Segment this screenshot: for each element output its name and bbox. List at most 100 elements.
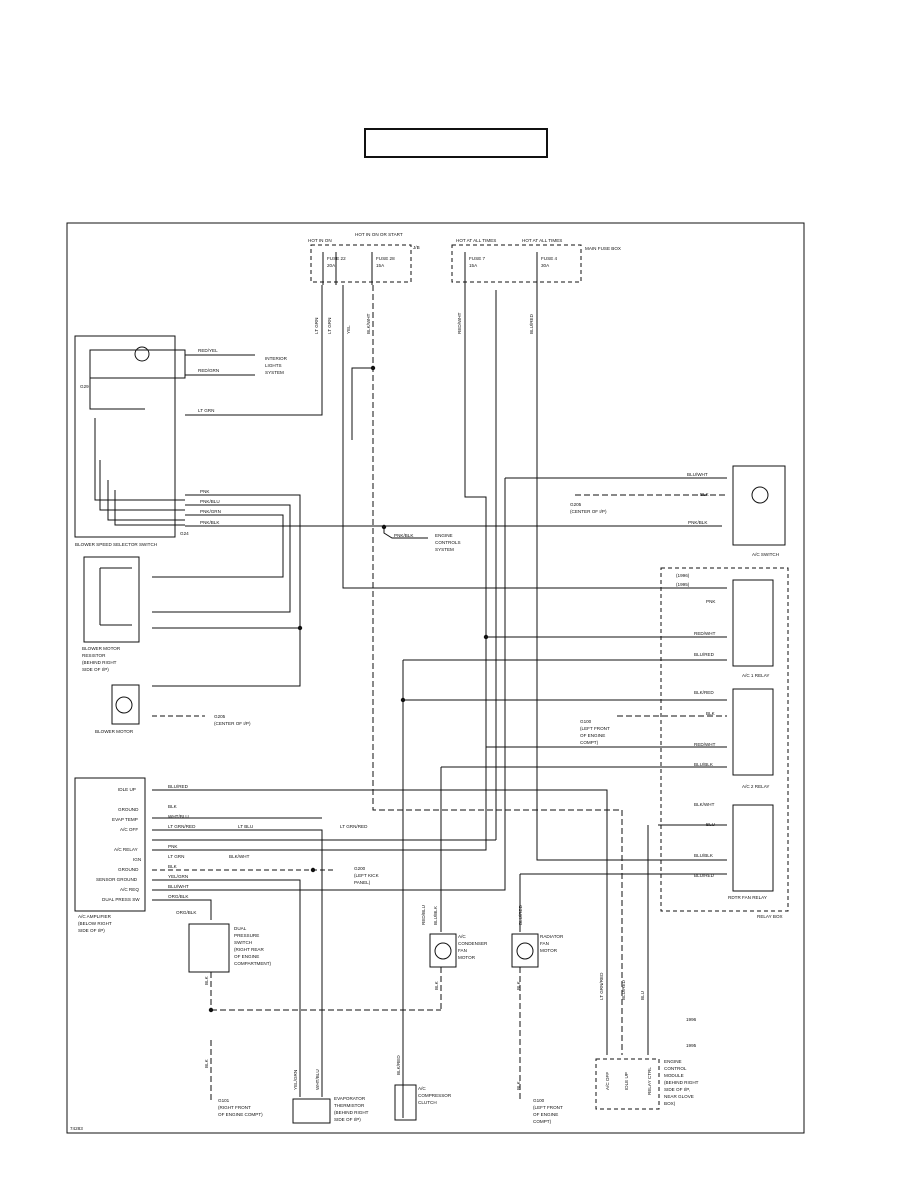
relay-box bbox=[660, 567, 789, 912]
fuse28-rating: 15A bbox=[376, 263, 385, 268]
ecm-box bbox=[595, 1058, 660, 1110]
amp-pin-ac-req: A/C REQ bbox=[120, 887, 139, 892]
fuse28-label: FUSE 28 bbox=[376, 256, 395, 261]
amp-pin-ign: IGN bbox=[133, 857, 141, 862]
figure-number: 74283 bbox=[70, 1126, 83, 1131]
wire-label-yel-grn: YEL/GRN bbox=[168, 874, 188, 879]
wire-label-blu-red-1: BLU/RED bbox=[694, 652, 715, 657]
g101-label: G101 bbox=[218, 1098, 230, 1103]
vlabel-blk-4: BLK bbox=[204, 1058, 209, 1068]
wire-label-lt-grn: LT GRN bbox=[198, 408, 214, 413]
wire-label-org-blk-2: ORG/BLK bbox=[176, 910, 197, 915]
interior-lights-1: INTERIOR bbox=[265, 356, 288, 361]
ecm-7: BOX) bbox=[664, 1101, 676, 1106]
vlabel-yel-grn: YEL/GRN bbox=[293, 1070, 298, 1090]
condenser-4: MOTOR bbox=[458, 955, 476, 960]
wire-label-lt-grn-red-2: LT GRN/RED bbox=[340, 824, 368, 829]
wire-label-blk-2: BLK bbox=[706, 711, 716, 716]
amplifier-box bbox=[74, 777, 146, 912]
resistor-label-3: (BEHIND RIGHT bbox=[82, 660, 117, 665]
engine-controls-3: SYSTEM bbox=[435, 547, 454, 552]
wire-label-lt-grn-amp: LT GRN bbox=[168, 854, 184, 859]
connector-g29: G29 bbox=[80, 384, 89, 389]
wire-label-red-grn: RED/GRN bbox=[198, 368, 219, 373]
fuse4-label: FUSE 4 bbox=[541, 256, 558, 261]
interior-lights-2: LIGHTS bbox=[265, 363, 282, 368]
wire-label-blu-red-amp: BLU/RED bbox=[168, 784, 189, 789]
dual-switch-2: PRESSURE bbox=[234, 933, 259, 938]
g100-a-loc-2: OF ENGINE bbox=[580, 733, 605, 738]
g101-loc-2: OF ENGINE COMPT) bbox=[218, 1112, 263, 1117]
g100-a-loc-1: (LEFT FRONT bbox=[580, 726, 610, 731]
ecm-6: NEAR GLOVE bbox=[664, 1094, 694, 1099]
vlabel-blu-red: BLU/RED bbox=[529, 313, 534, 334]
amp-pin-idle-up: IDLE UP bbox=[118, 787, 136, 792]
vlabel-yel: YEL bbox=[346, 325, 351, 334]
relay-box-label: RELAY BOX bbox=[757, 914, 783, 919]
blower-switch-label: BLOWER SPEED SELECTOR SWITCH bbox=[75, 542, 157, 547]
thermistor-2: THERMISTOR bbox=[334, 1103, 365, 1108]
radiator-2: FAN bbox=[540, 941, 549, 946]
g200-loc-1: (LEFT KICK bbox=[354, 873, 380, 878]
resistor-label-2: RESISTOR bbox=[82, 653, 106, 658]
wire-red-wht bbox=[152, 285, 487, 851]
wire-blu-blu bbox=[536, 285, 727, 861]
g205-b-label: G205 bbox=[570, 502, 582, 507]
blower-motor-label: BLOWER MOTOR bbox=[95, 729, 134, 734]
jb-box bbox=[310, 244, 412, 283]
fuse22-rating: 20A bbox=[327, 263, 336, 268]
condenser-1: A/C bbox=[458, 934, 466, 939]
amp-pin-ground-2: GROUND bbox=[118, 867, 139, 872]
wire-label-pnk-blu: PNK/BLU bbox=[200, 499, 220, 504]
thermistor-box bbox=[292, 1098, 331, 1124]
wire-label-blk-amp: BLK bbox=[168, 804, 178, 809]
wire-label-org-blk: ORG/BLK bbox=[168, 894, 189, 899]
vlabel-red-wht: RED/WHT bbox=[457, 312, 462, 334]
title-box bbox=[364, 128, 548, 158]
amp-pin-sensor-ground: SENSOR GROUND bbox=[96, 877, 138, 882]
wire-yel bbox=[342, 285, 727, 589]
vlabel-blk-5: BLK bbox=[516, 1080, 521, 1090]
thermistor-4: SIDE OF I/P) bbox=[334, 1117, 361, 1122]
blower-switch-box bbox=[74, 335, 176, 538]
ecm-1: ENGINE bbox=[664, 1059, 682, 1064]
wire-label-blk-red: BLK/RED bbox=[694, 690, 714, 695]
resistor-box bbox=[83, 556, 140, 643]
main-fuse-box bbox=[451, 244, 582, 283]
g100-b-loc-2: OF ENGINE bbox=[533, 1112, 558, 1117]
wire-label-lt-blu: LT BLU bbox=[238, 824, 253, 829]
ecm-pin-relay-ctrl: RELAY CTRL bbox=[647, 1067, 652, 1095]
radiator-3: MOTOR bbox=[540, 948, 558, 953]
vlabel-lt-grn-2: LT GRN bbox=[327, 318, 332, 334]
diagram-frame bbox=[66, 222, 805, 1134]
engine-controls-1: ENGINE bbox=[435, 533, 453, 538]
dual-switch-5: OF ENGINE bbox=[234, 954, 259, 959]
wire-label-pnk-relay: PNK bbox=[706, 599, 716, 604]
vlabel-lt-grn-red: LT GRN/RED bbox=[599, 972, 604, 1000]
dual-switch-1: DUAL bbox=[234, 926, 247, 931]
g205-a-loc: (CENTER OF I/P) bbox=[214, 721, 251, 726]
ac-switch-label: A/C SWITCH bbox=[752, 552, 779, 557]
wire-label-wht-blu: WHT/BLU bbox=[168, 814, 189, 819]
vlabel-blk-wht: BLK/WHT bbox=[366, 313, 371, 334]
ecm-4: (BEHIND RIGHT bbox=[664, 1080, 699, 1085]
hot-in-on-or-start: HOT IN ON OR START bbox=[355, 232, 403, 237]
g200-loc-2: PANEL) bbox=[354, 880, 371, 885]
ecm-pin-ac-off: A/C OFF bbox=[605, 1072, 610, 1090]
radiator-fan-box bbox=[511, 933, 539, 968]
dual-switch-3: SWITCH bbox=[234, 940, 252, 945]
year-note-1996: (1996) bbox=[676, 573, 690, 578]
wire-label-blk-amp-2: BLK bbox=[168, 864, 178, 869]
amp-pin-dual-press: DUAL PRESS SW bbox=[102, 897, 140, 902]
amp-pin-ac-off: A/C OFF bbox=[120, 827, 138, 832]
ac-switch-box bbox=[732, 465, 786, 546]
year-note-1995: (1995) bbox=[676, 582, 690, 587]
fuse4-rating: 30A bbox=[541, 263, 550, 268]
year-1995: 1995 bbox=[686, 1043, 697, 1048]
ecm-3: MODULE bbox=[664, 1073, 684, 1078]
wire-label-pnk-amp: PNK bbox=[168, 844, 178, 849]
amp-pin-evap-temp: EVAP TEMP bbox=[112, 817, 138, 822]
g205-a-label: G205 bbox=[214, 714, 226, 719]
vlabel-blk-red: BLK/RED bbox=[396, 1055, 401, 1075]
g100-b-loc-3: COMPT) bbox=[533, 1119, 552, 1124]
